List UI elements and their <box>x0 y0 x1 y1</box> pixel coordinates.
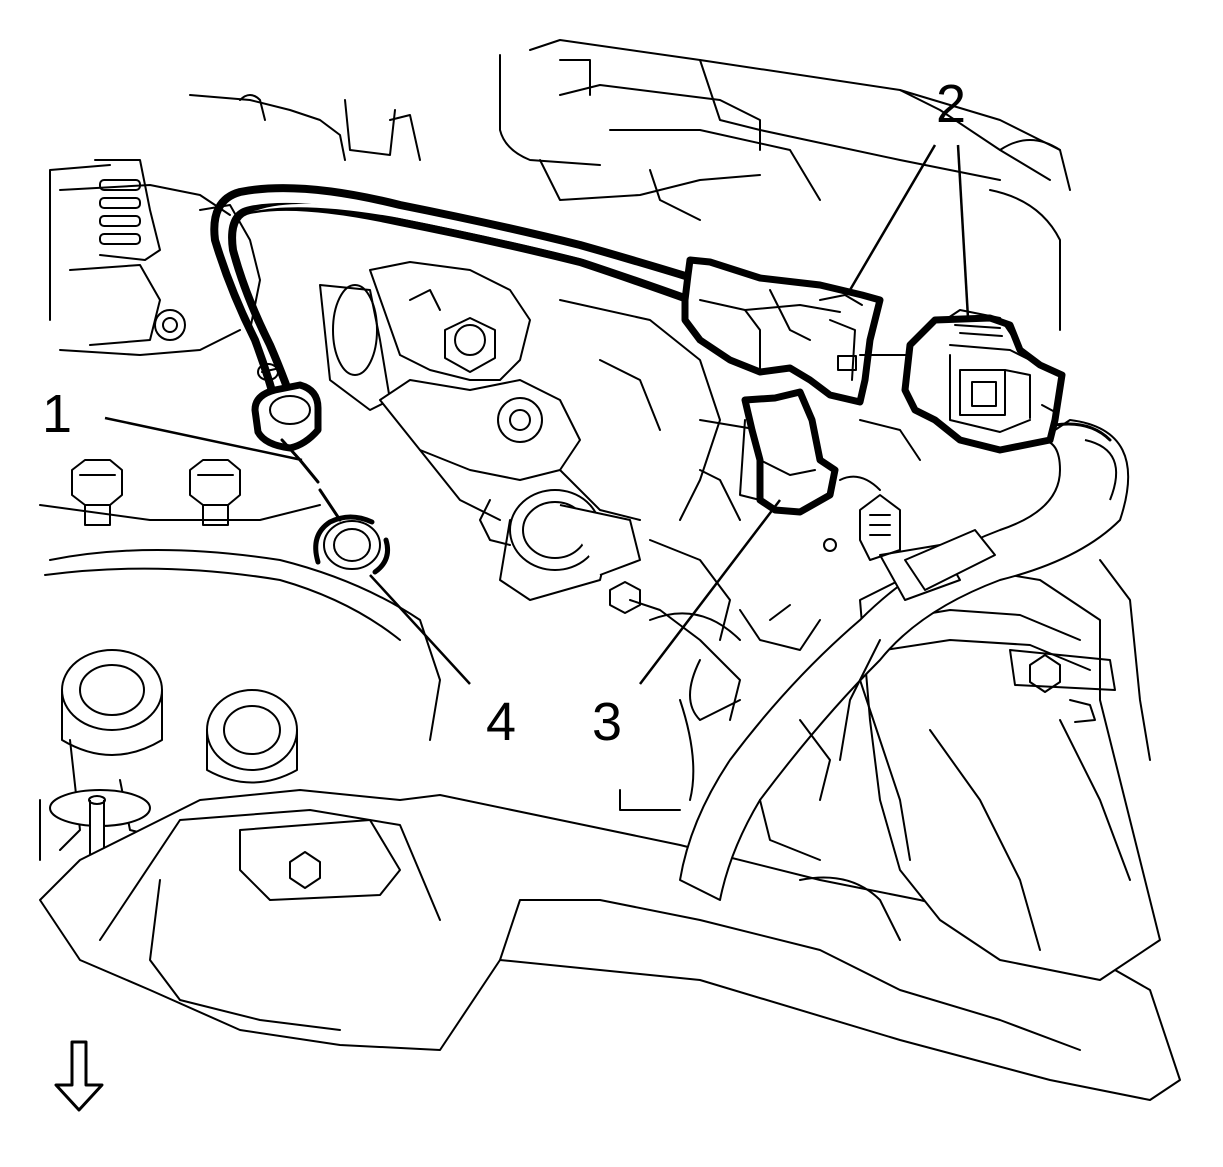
knock-sensor-harness <box>210 184 1112 516</box>
harness-connector-plug <box>681 256 884 516</box>
callout-4: 4 <box>486 692 516 752</box>
callout-2: 2 <box>936 74 966 134</box>
down-arrow-icon <box>54 1040 104 1112</box>
engine-harness-connector <box>901 309 1066 454</box>
callout-1: 1 <box>42 384 72 444</box>
sensor-mounting-hole <box>313 488 391 575</box>
callout-3: 3 <box>592 692 622 752</box>
bolt-left-b <box>189 459 241 526</box>
engine-background-lines <box>39 39 1181 1101</box>
callout-leader-lines <box>104 144 970 685</box>
bolt-left-a <box>71 459 123 526</box>
